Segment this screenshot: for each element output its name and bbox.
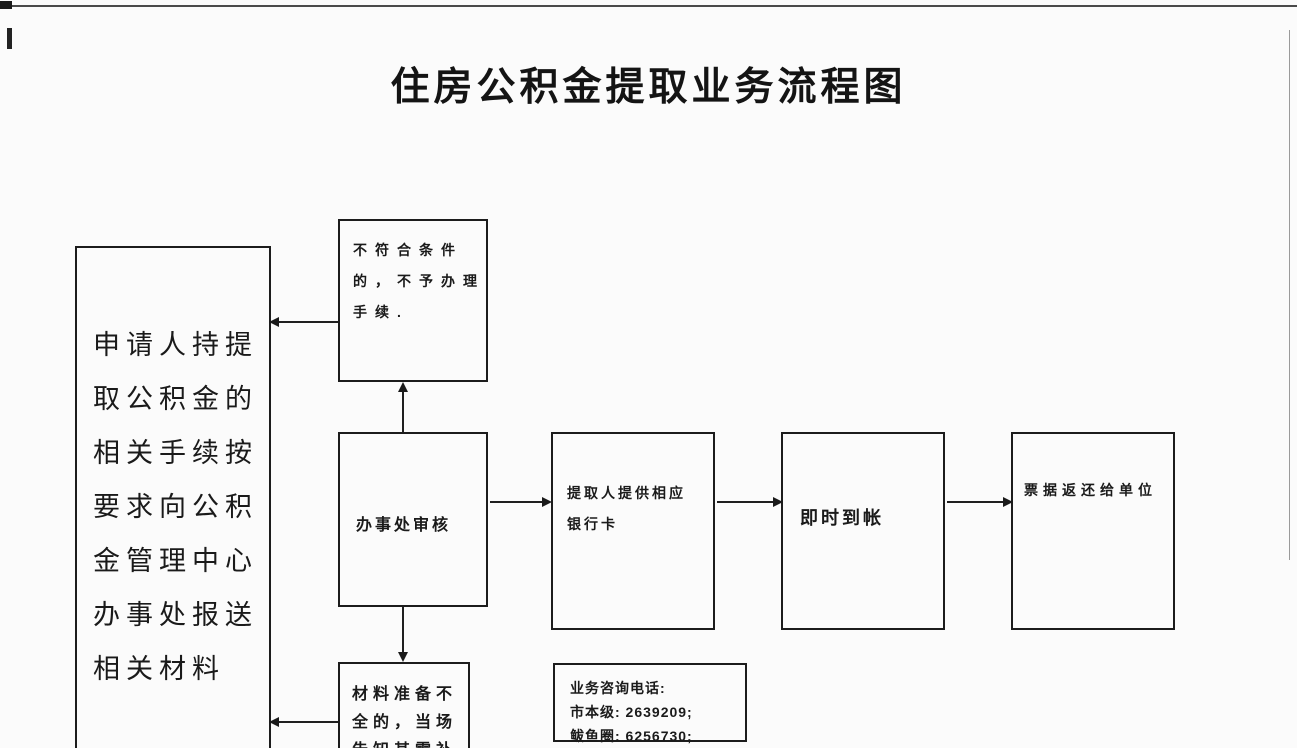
node-reject-line-2: 的，不予办理 bbox=[353, 273, 485, 289]
node-applicant-line-3: 相关手续按 bbox=[93, 438, 258, 468]
node-incomplete-line-2: 全的，当场 bbox=[352, 714, 458, 731]
node-provide-bank-card: 提取人提供相应 银行卡 bbox=[551, 432, 715, 630]
arrow-line-reject-to-applicant bbox=[278, 321, 338, 323]
node-incomplete-line-3: 告知其需补 bbox=[352, 737, 464, 748]
scan-artifact-corner-mark bbox=[0, 1, 12, 9]
arrowhead-left-icon bbox=[269, 317, 279, 327]
node-provide-bank-card-line-2: 银行卡 bbox=[567, 516, 618, 532]
page-title: 住房公积金提取业务流程图 bbox=[390, 66, 907, 109]
node-reject-line-3: 手续. bbox=[353, 304, 409, 320]
arrowhead-up-icon bbox=[398, 382, 408, 392]
node-applicant-line-7: 相关材料 bbox=[93, 654, 225, 684]
arrow-line-instant-to-receipt bbox=[947, 501, 1003, 503]
arrowhead-right-icon bbox=[542, 497, 552, 507]
node-applicant-line-5: 金管理中心 bbox=[93, 546, 258, 576]
node-incomplete-line-1: 材料准备不 bbox=[352, 686, 458, 703]
node-return-receipt: 票据返还给单位 bbox=[1011, 432, 1175, 630]
arrow-line-review-to-incomplete bbox=[402, 607, 404, 652]
node-reject-line-1: 不符合条件 bbox=[353, 242, 463, 258]
arrowhead-right-icon bbox=[773, 497, 783, 507]
node-office-review: 办事处审核 bbox=[338, 432, 488, 607]
arrow-line-incomplete-to-applicant bbox=[278, 721, 338, 723]
node-return-receipt-label: 票据返还给单位 bbox=[1024, 482, 1157, 498]
arrow-line-review-to-card bbox=[490, 501, 542, 503]
scan-artifact-right-line bbox=[1289, 30, 1290, 560]
scan-artifact-top-line bbox=[0, 5, 1297, 7]
node-office-review-label: 办事处审核 bbox=[356, 517, 452, 534]
node-provide-bank-card-line-1: 提取人提供相应 bbox=[567, 485, 686, 501]
node-instant-credit-label: 即时到帐 bbox=[800, 508, 884, 528]
node-applicant-line-2: 取公积金的 bbox=[93, 384, 258, 414]
node-instant-credit: 即时到帐 bbox=[781, 432, 945, 630]
hotline-city-number: 市本级: 2639209; bbox=[570, 704, 693, 720]
hotline-bayuquan-number: 鲅鱼圈: 6256730; bbox=[570, 728, 693, 744]
node-applicant-submit-materials: 申请人持提 取公积金的 相关手续按 要求向公积 金管理中心 办事处报送 相关材料 bbox=[75, 246, 271, 748]
node-incomplete-materials: 材料准备不 全的，当场 告知其需补 bbox=[338, 662, 470, 748]
arrowhead-right-icon bbox=[1003, 497, 1013, 507]
hotline-title: 业务咨询电话: bbox=[570, 680, 666, 696]
scan-artifact-left-tick bbox=[7, 28, 12, 49]
node-applicant-line-1: 申请人持提 bbox=[93, 330, 258, 360]
node-applicant-line-4: 要求向公积 bbox=[93, 492, 258, 522]
arrowhead-down-icon bbox=[398, 652, 408, 662]
arrowhead-left-icon bbox=[269, 717, 279, 727]
arrow-line-card-to-instant bbox=[717, 501, 773, 503]
node-applicant-line-6: 办事处报送 bbox=[93, 600, 258, 630]
node-reject-not-eligible: 不符合条件 的，不予办理 手续. bbox=[338, 219, 488, 382]
arrow-line-review-to-reject bbox=[402, 390, 404, 432]
node-hotline-info: 业务咨询电话: 市本级: 2639209; 鲅鱼圈: 6256730; bbox=[553, 663, 747, 744]
